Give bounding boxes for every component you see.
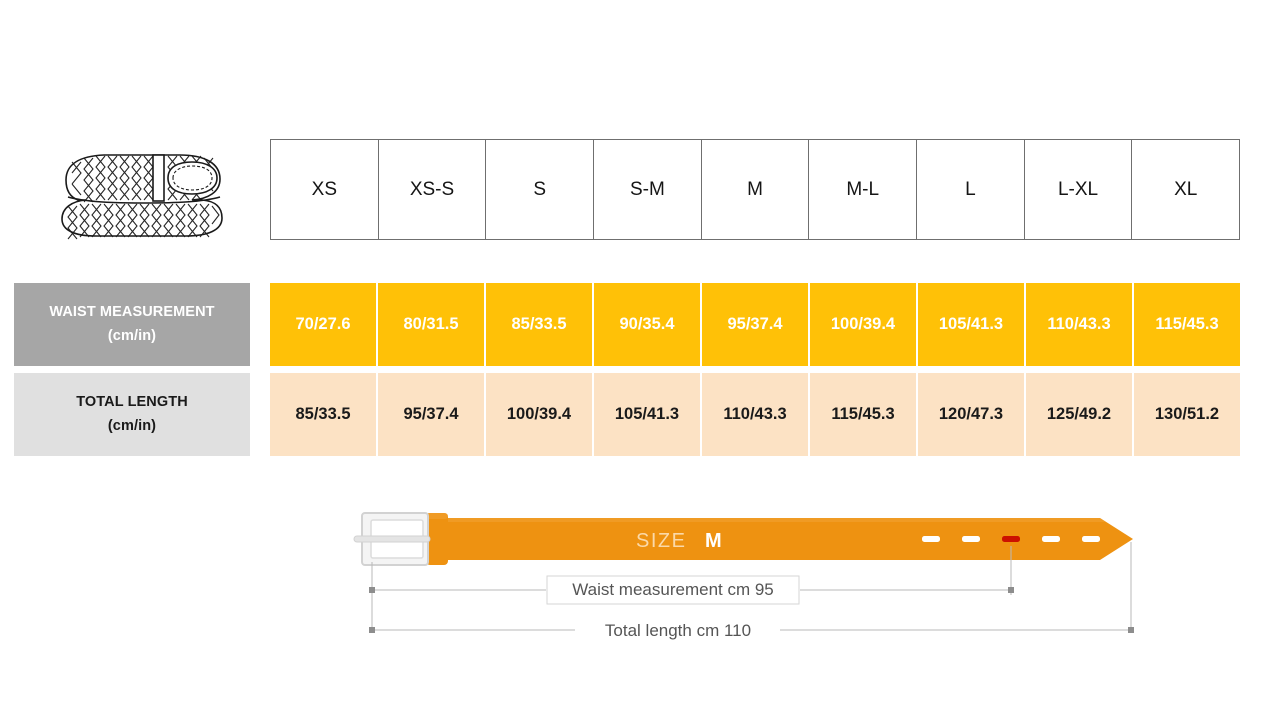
braided-belt-icon xyxy=(61,154,223,240)
belt-hole xyxy=(1042,536,1060,542)
total-length-value: 115/45.3 xyxy=(831,405,895,423)
total-length-value-cells: 85/33.5 95/37.4 100/39.4 105/41.3 110/43… xyxy=(270,373,1240,456)
belt-hole xyxy=(922,536,940,542)
belt-hole-active xyxy=(1002,536,1020,542)
product-illustration xyxy=(52,142,228,242)
waist-value-cells: 70/27.6 80/31.5 85/33.5 90/35.4 95/37.4 … xyxy=(270,283,1240,366)
belt-hole xyxy=(1082,536,1100,542)
size-value-label: M xyxy=(705,530,722,552)
waist-value-cell: 110/43.3 xyxy=(1026,283,1134,366)
size-header-cell: XL xyxy=(1132,140,1239,239)
waist-value: 110/43.3 xyxy=(1047,315,1111,333)
belt-strap xyxy=(438,518,1133,560)
waist-value-cell: 115/45.3 xyxy=(1134,283,1240,366)
size-label: M-L xyxy=(846,178,880,200)
size-label: XL xyxy=(1174,178,1198,200)
total-length-value-cell: 105/41.3 xyxy=(594,373,702,456)
total-length-value-cell: 130/51.2 xyxy=(1134,373,1240,456)
size-header-cell: S xyxy=(486,140,595,239)
size-label: XS xyxy=(311,178,338,200)
waist-value: 70/27.6 xyxy=(295,315,351,333)
waist-value-cell: 90/35.4 xyxy=(594,283,702,366)
waist-value-cell: 105/41.3 xyxy=(918,283,1026,366)
size-header-cell: L xyxy=(917,140,1025,239)
waist-value-cell: 85/33.5 xyxy=(486,283,594,366)
size-header-cell: XS xyxy=(271,140,379,239)
total-length-value-cell: 115/45.3 xyxy=(810,373,918,456)
waist-dimension-line: Waist measurement cm 95 xyxy=(369,575,1014,605)
size-header-table: XS XS-S S S-M M M-L L L-XL XL xyxy=(270,139,1240,240)
belt-measurement-diagram: SIZE M Waist measurement cm 95 Total len… xyxy=(340,500,1170,660)
total-length-value: 110/43.3 xyxy=(723,405,787,423)
total-length-value: 105/41.3 xyxy=(614,405,680,423)
size-label: L-XL xyxy=(1057,178,1099,200)
waist-value: 80/31.5 xyxy=(403,315,459,333)
waist-value: 105/41.3 xyxy=(938,315,1004,333)
total-length-value-cell: 125/49.2 xyxy=(1026,373,1134,456)
waist-value-cell: 100/39.4 xyxy=(810,283,918,366)
waist-label-line1: WAIST MEASUREMENT xyxy=(49,304,215,321)
total-length-dimension-label: Total length cm 110 xyxy=(605,621,751,640)
waist-measurement-row: WAIST MEASUREMENT (cm/in) 70/27.6 80/31.… xyxy=(14,283,1240,366)
total-length-value: 85/33.5 xyxy=(295,405,351,423)
size-header-cell: L-XL xyxy=(1025,140,1133,239)
waist-value: 100/39.4 xyxy=(830,315,896,333)
dimension-extension-lines xyxy=(371,542,1132,633)
total-length-label-line2: (cm/in) xyxy=(107,417,157,434)
size-label: XS-S xyxy=(409,178,455,200)
belt-keeper-loop-highlight xyxy=(426,513,448,519)
waist-value: 115/45.3 xyxy=(1155,315,1219,333)
waist-value: 90/35.4 xyxy=(619,315,675,333)
total-length-label-line1: TOTAL LENGTH xyxy=(76,394,188,411)
size-label: L xyxy=(965,178,976,200)
total-length-label: TOTAL LENGTH (cm/in) xyxy=(14,373,250,456)
total-length-value: 120/47.3 xyxy=(938,405,1004,423)
belt-diagram-svg: SIZE M Waist measurement cm 95 Total len… xyxy=(353,512,1134,640)
size-header-cell: M-L xyxy=(809,140,918,239)
waist-label-line2: (cm/in) xyxy=(107,327,157,344)
size-word-label: SIZE xyxy=(636,530,686,552)
total-length-row: TOTAL LENGTH (cm/in) 85/33.5 95/37.4 100… xyxy=(14,373,1240,456)
total-length-value-cell: 110/43.3 xyxy=(702,373,810,456)
total-length-value-cell: 120/47.3 xyxy=(918,373,1026,456)
waist-value-cell: 80/31.5 xyxy=(378,283,486,366)
total-length-value: 95/37.4 xyxy=(403,405,459,423)
size-header-cell: XS-S xyxy=(379,140,487,239)
total-length-value-cell: 95/37.4 xyxy=(378,373,486,456)
total-length-value: 130/51.2 xyxy=(1154,405,1220,423)
waist-value: 95/37.4 xyxy=(727,315,783,333)
total-length-dimension-line: Total length cm 110 xyxy=(369,621,1134,640)
size-header-cell: S-M xyxy=(594,140,702,239)
belt-hole xyxy=(962,536,980,542)
waist-value-cell: 95/37.4 xyxy=(702,283,810,366)
belt-keeper-loop xyxy=(426,513,448,565)
total-length-value-cell: 85/33.5 xyxy=(270,373,378,456)
total-length-value: 125/49.2 xyxy=(1046,405,1112,423)
total-length-value-cell: 100/39.4 xyxy=(486,373,594,456)
size-header-cell: M xyxy=(702,140,810,239)
size-label: M xyxy=(747,178,763,200)
waist-value: 85/33.5 xyxy=(511,315,567,333)
waist-value-cell: 70/27.6 xyxy=(270,283,378,366)
waist-label-box xyxy=(546,575,800,605)
waist-dimension-label: Waist measurement cm 95 xyxy=(572,580,774,599)
waist-measurement-label: WAIST MEASUREMENT (cm/in) xyxy=(14,283,250,366)
belt-strap-highlight xyxy=(438,518,1106,522)
total-length-value: 100/39.4 xyxy=(506,405,572,423)
size-label: S-M xyxy=(629,178,665,200)
size-label: S xyxy=(533,178,547,200)
belt-buckle-prong xyxy=(353,535,431,543)
